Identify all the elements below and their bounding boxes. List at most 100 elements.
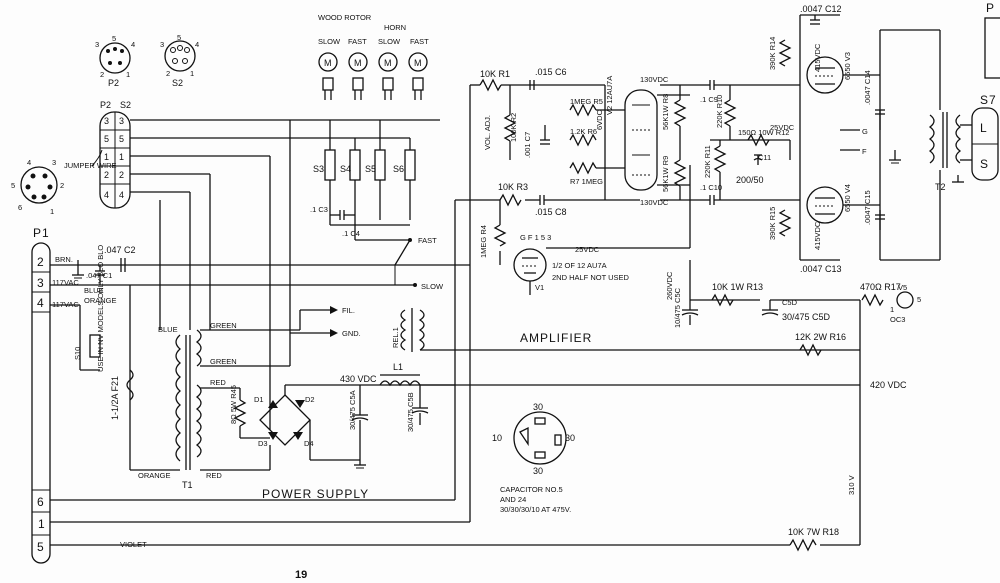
res-r11: 220K R11 [703, 145, 712, 178]
v5-label: V5 [898, 283, 907, 292]
jumper-label: JUMPER WIRE [64, 161, 117, 170]
s2-pin-1: 1 [190, 69, 194, 78]
volt-260: 260VDC [665, 271, 674, 300]
connector-p2-pinout: 3 5 4 2 1 P2 [95, 34, 135, 88]
cap-base-bottom: 30 [533, 466, 543, 476]
p2-label: P2 [108, 78, 119, 88]
octal-pin-3: 3 [52, 158, 56, 167]
volt-25-a: 25VDC [575, 245, 600, 254]
t1-green-1: GREEN [210, 321, 237, 330]
cap-note-1: CAPACITOR NO.5 [500, 485, 563, 494]
p1-pin-1: 1 [38, 517, 46, 531]
p1-pin-3: 3 [37, 276, 45, 290]
amplifier-input: 10K R1 100K R2 VOL. ADJ. .015 C6 .001 C7… [479, 67, 640, 265]
table-pin-3b: 3 [119, 116, 124, 126]
p1-pin-2: 2 [37, 255, 45, 269]
s7-label: S7 [980, 93, 997, 107]
volt-310: 310 V [847, 475, 856, 495]
res-r14: 390K R14 [768, 37, 777, 70]
connector-pin-table: P2 S2 3 3 5 5 1 1 2 2 4 4 JUMPER WIRE [64, 100, 131, 209]
tube-v2: V2 12AU7A 6VDC 130VDC 130VDC 1MEG R5 1.2… [560, 75, 690, 207]
diode-d3: D3 [258, 439, 268, 448]
volt-415-b: 415VDC [813, 221, 822, 250]
res-r5: 1MEG R5 [570, 97, 603, 106]
motor3-slow: SLOW [378, 37, 401, 46]
p1-pin-5: 5 [37, 540, 45, 554]
table-pin-1b: 1 [119, 152, 124, 162]
filter-section: 430 VDC 30/475 C5A L1 30/475 C5B [340, 362, 860, 469]
cap-c5c-val: 10/475 C5C [673, 287, 682, 328]
s10-note: USE IN NV MODELS ONLY SLO BLO [96, 245, 105, 372]
cap-c1: .047 C1 [86, 271, 112, 280]
table-pin-5b: 5 [119, 134, 124, 144]
cap-c13: .0047 C13 [800, 264, 842, 274]
vol-adj: VOL. ADJ. [483, 115, 492, 150]
t1-red-1: RED [210, 378, 226, 387]
res-r18-val: 10K 7W R18 [788, 527, 839, 537]
volt-415-a: 415VDC [813, 43, 822, 72]
cap-c14: .0047 C14 [863, 70, 872, 105]
gnd-label: GND. [342, 329, 361, 338]
res-r8: 56K1W R8 [661, 94, 670, 130]
diode-d1: D1 [254, 395, 264, 404]
cap-c11-val: 200/50 [736, 175, 764, 185]
motor2-fast: FAST [348, 37, 367, 46]
cap-c5d-label: C5D [782, 298, 798, 307]
res-r9: 56K1W R9 [661, 156, 670, 192]
fuse-f21: 1-1/2A F21 [110, 376, 120, 420]
s2-pin-2: 2 [166, 69, 170, 78]
s2-pin-3: 3 [160, 40, 164, 49]
table-pin-3a: 3 [104, 116, 109, 126]
t1-red-2: RED [206, 471, 222, 480]
switch-s5: S5 [365, 164, 376, 174]
t1-orange: ORANGE [138, 471, 171, 480]
res-r3-val: 10K R3 [498, 182, 528, 192]
p2-pin-4: 4 [131, 40, 135, 49]
cap-c5a: 30/475 C5A [348, 390, 357, 430]
fil-label: FIL. [342, 306, 355, 315]
octal-pin-1: 1 [50, 207, 54, 216]
s7-l: L [980, 121, 988, 135]
switch-s4: S4 [340, 164, 351, 174]
p1-pin-6: 6 [37, 495, 45, 509]
res-r7: R7 1MEG [570, 177, 603, 186]
table-s2: S2 [120, 100, 131, 110]
res-r6: 1.2K R6 [570, 127, 597, 136]
s10-fuse-area: S10 USE IN NV MODELS ONLY SLO BLO 1-1/2A… [73, 200, 180, 480]
tube-v1: G F 1 5 3 V1 1/2 OF 12 AU7A 2ND HALF NOT… [513, 165, 691, 295]
cap-c3: .1 C3 [310, 205, 328, 214]
v5-pin-5: 5 [917, 295, 921, 304]
output-grid-network: .0047 C12 .0047 C13 390K R14 390K R15 .0… [768, 4, 941, 274]
wood-rotor-label: WOOD ROTOR [318, 13, 372, 22]
p1-brn: BRN. [55, 255, 73, 264]
table-pin-4a: 4 [104, 190, 109, 200]
v1-pins: G F 1 5 3 [520, 233, 551, 242]
v4-label: 6550 V4 [843, 184, 852, 212]
table-pin-4b: 4 [119, 190, 124, 200]
v1-label: V1 [535, 283, 544, 292]
v3-g: G [862, 127, 868, 136]
volt-130-a: 130VDC [640, 75, 669, 84]
cap-c9: .1 C9 [700, 95, 718, 104]
t1-green-2: GREEN [210, 357, 237, 366]
p1-117vac-1: 117VAC [52, 278, 79, 287]
table-p2: P2 [100, 100, 111, 110]
volt-130-b: 130VDC [640, 198, 669, 207]
cap-base-right: 30 [565, 433, 575, 443]
t1-blue: BLUE [158, 325, 178, 334]
res-r2: 100K R2 [509, 113, 518, 142]
corner-p: P [986, 1, 995, 15]
v1-note-1: 1/2 OF 12 AU7A [552, 261, 607, 270]
res-r13: 10K 1W R13 [712, 282, 763, 292]
relay-section: FIL. GND. REL.1 [290, 306, 860, 352]
res-r15: 390K R15 [768, 207, 777, 240]
cap-c12: .0047 C12 [800, 4, 842, 14]
bridge-rectifier: 8Ω 5W R45 D1 D2 D3 D4 [229, 384, 455, 470]
switch-slow-label: SLOW [421, 282, 444, 291]
t1-label: T1 [182, 480, 193, 490]
v5-pin-1: 1 [890, 305, 894, 314]
plate-resistors: 56K1W R8 56K1W R9 [660, 84, 700, 201]
cap-note-2: AND 24 [500, 495, 526, 504]
s7-s: S [980, 157, 989, 171]
cap-c6: .015 C6 [535, 67, 567, 77]
